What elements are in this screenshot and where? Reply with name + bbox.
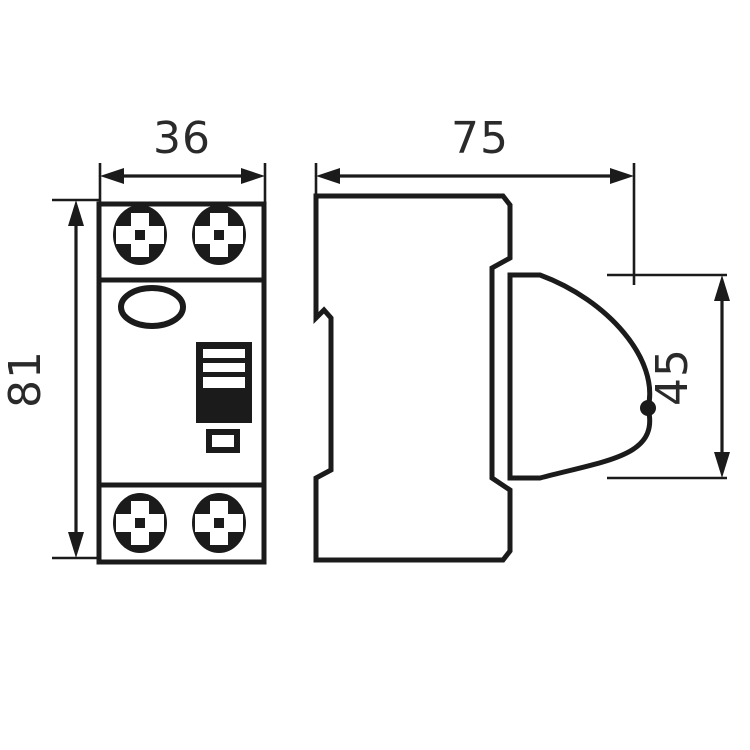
side-view: 75 45 <box>313 113 730 563</box>
indicator-dot <box>640 400 656 416</box>
lever-stripe-3 <box>203 377 245 388</box>
lever-stripe-1 <box>203 349 245 358</box>
side-body-outline <box>313 193 513 563</box>
arrow-head-height-bottom <box>68 532 84 558</box>
test-button[interactable] <box>206 429 240 453</box>
toggle-lever[interactable] <box>196 342 252 423</box>
dimension-depth-75: 75 <box>316 113 634 184</box>
front-view: 36 81 <box>0 113 267 565</box>
arrow-head-height-top <box>68 200 84 226</box>
dimension-label-front-depth: 45 <box>647 348 698 406</box>
dimension-front-depth-45: 45 <box>647 275 730 478</box>
terminal-screw-top-left <box>113 205 167 265</box>
dimension-label-depth: 75 <box>451 113 509 164</box>
arrow-head-front-depth-bottom <box>714 452 730 478</box>
lever-stripe-2 <box>203 363 245 372</box>
arrow-head-depth-right <box>610 168 634 184</box>
arrow-head-width-right <box>241 168 265 184</box>
arrow-head-depth-left <box>316 168 340 184</box>
dimension-label-width: 36 <box>153 113 211 164</box>
label-oval <box>118 285 186 329</box>
dimension-label-height: 81 <box>0 350 51 408</box>
terminal-screw-bottom-left <box>113 493 167 553</box>
front-cover-bulge <box>507 272 653 481</box>
arrow-head-front-depth-top <box>714 275 730 301</box>
terminal-screw-top-right <box>192 205 246 265</box>
dimension-width-36: 36 <box>100 113 265 184</box>
dimension-height-81: 81 <box>0 200 84 558</box>
terminal-screw-bottom-right <box>192 493 246 553</box>
arrow-head-width-left <box>100 168 124 184</box>
